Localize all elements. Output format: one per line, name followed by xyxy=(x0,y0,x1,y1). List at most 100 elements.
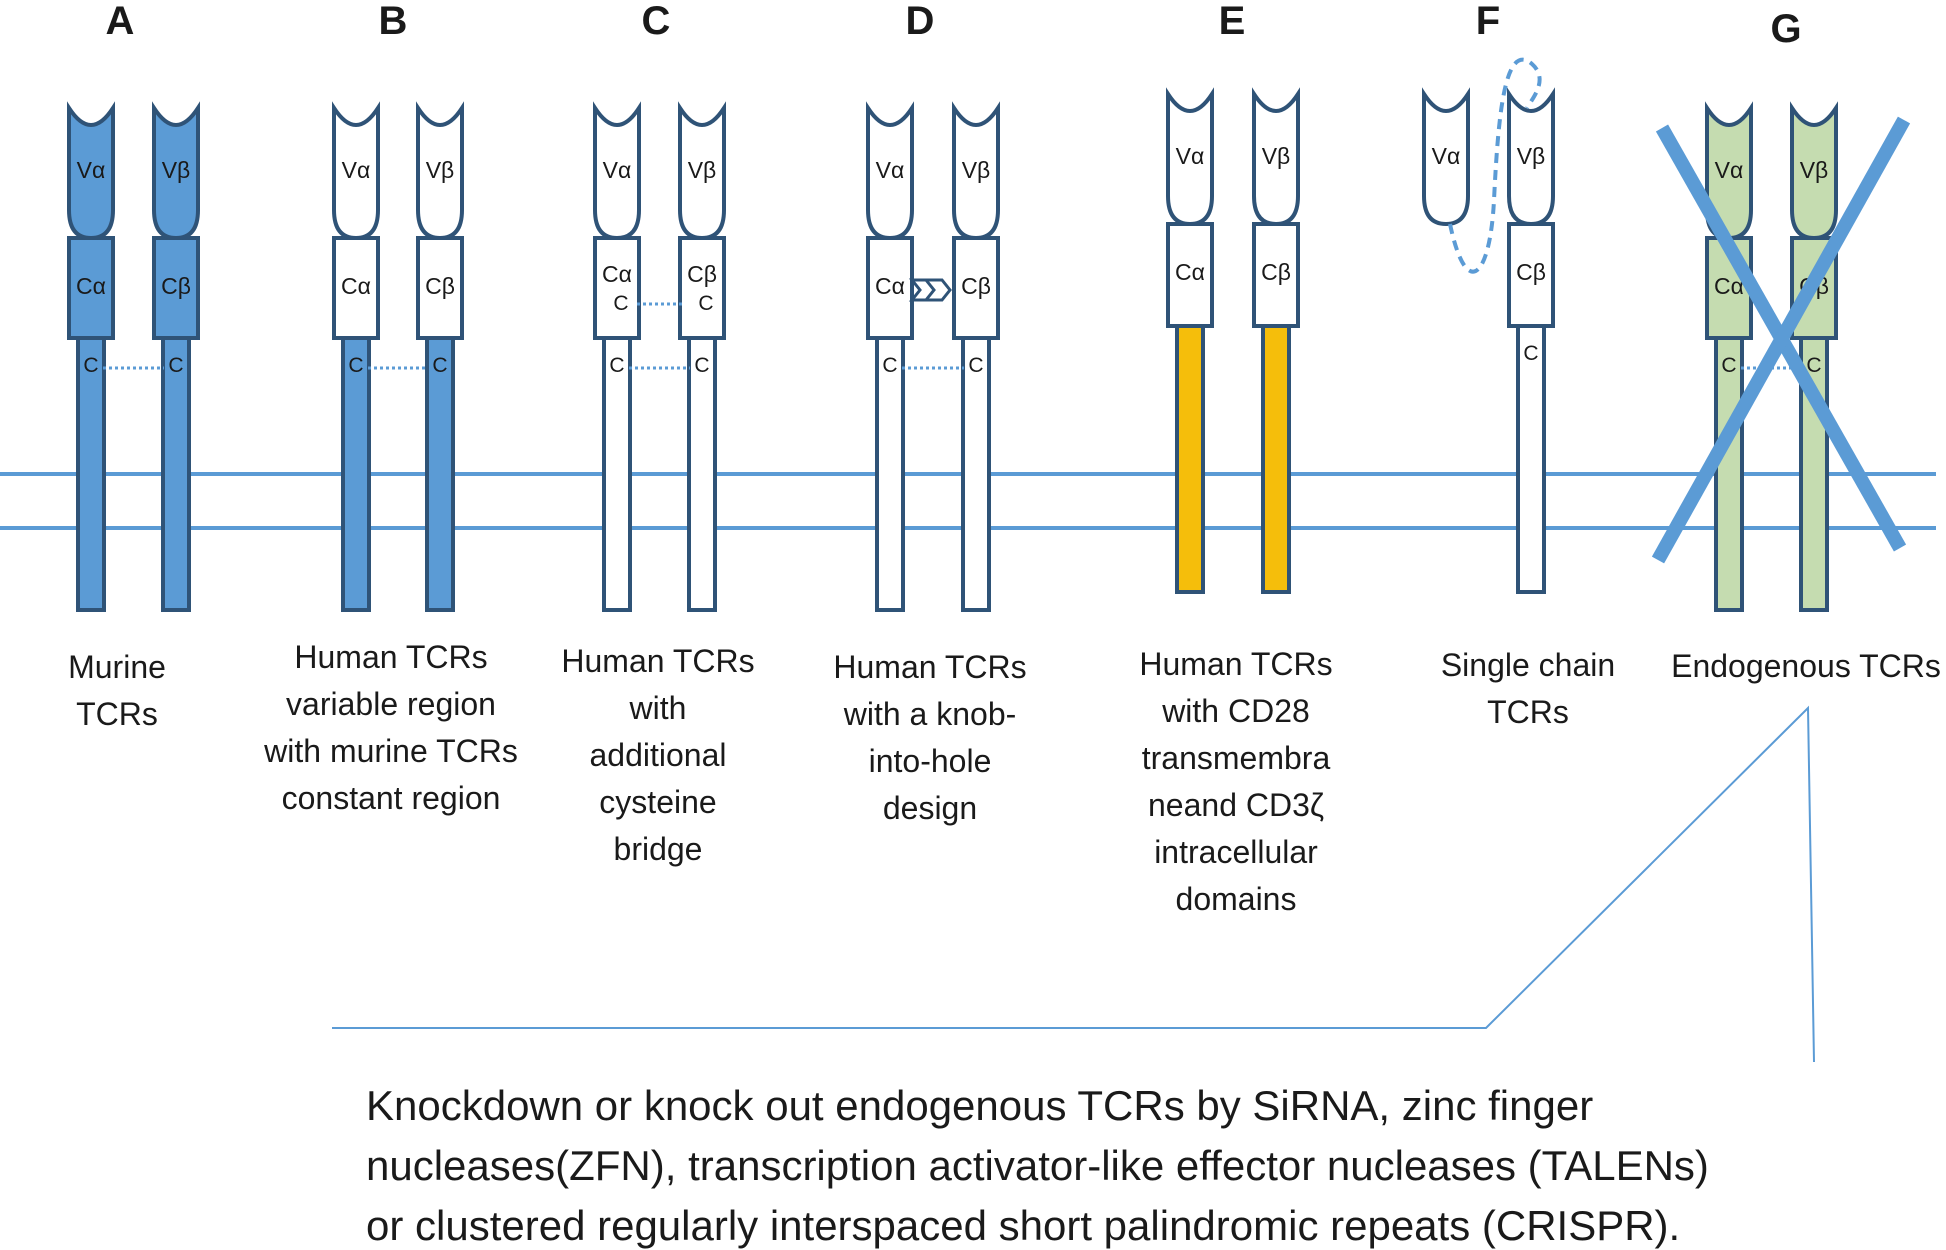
caption-line: intracellular xyxy=(1154,834,1318,870)
beta-transmembrane-stalk xyxy=(1261,324,1291,594)
alpha-chain: Vα xyxy=(1422,87,1470,227)
panel-letter: E xyxy=(1219,0,1246,43)
caption-line: domains xyxy=(1176,881,1297,917)
caption-line: design xyxy=(883,790,977,826)
beta-cysteine-label: C xyxy=(432,354,447,377)
beta-constant-label: Cβ xyxy=(1261,259,1291,285)
caption-line: Murine xyxy=(68,649,166,685)
beta-constant-label: Cβ xyxy=(425,273,455,299)
alpha-variable-label: Vα xyxy=(1715,157,1744,183)
panel-letter: D xyxy=(906,0,935,43)
alpha-variable-label: Vα xyxy=(77,157,106,183)
footnote-line-1: Knockdown or knock out endogenous TCRs b… xyxy=(366,1082,1593,1129)
beta-variable-label: Vβ xyxy=(688,157,717,183)
panel-letter: F xyxy=(1476,0,1500,43)
beta-chain: Cβ VβC xyxy=(1507,87,1555,594)
alpha-variable-label: Vα xyxy=(603,157,632,183)
alpha-constant-domain xyxy=(593,236,641,340)
beta-variable-label: Vβ xyxy=(1800,157,1829,183)
panel-letter: C xyxy=(642,0,671,43)
alpha-transmembrane-stalk xyxy=(76,336,106,612)
beta-cysteine-label: C xyxy=(1806,354,1821,377)
beta-constant-domain xyxy=(952,236,1000,340)
beta-variable-label: Vβ xyxy=(1517,143,1546,169)
caption-line: variable region xyxy=(286,686,496,722)
caption-line: TCRs xyxy=(1487,694,1569,730)
panel-letter: B xyxy=(379,0,408,43)
panel-g: GCαVαCCβVβCEndogenous TCRs xyxy=(1651,7,1941,684)
knockout-cross-stroke-2 xyxy=(1651,116,1911,564)
footnote-line-2: nucleases(ZFN), transcription activator-… xyxy=(366,1142,1709,1189)
hole-shape xyxy=(922,278,952,302)
alpha-constant-label: Cα xyxy=(76,273,106,299)
beta-constant-label: Cβ xyxy=(961,273,991,299)
panel-letter: A xyxy=(106,0,135,43)
caption-line: with CD28 xyxy=(1161,693,1310,729)
caption-line: TCRs xyxy=(76,696,158,732)
panel-caption: Endogenous TCRs xyxy=(1671,648,1941,684)
footnote-text: Knockdown or knock out endogenous TCRs b… xyxy=(366,1082,1709,1249)
beta-variable-label: Vβ xyxy=(1262,143,1291,169)
beta-cysteine-label: C xyxy=(694,354,709,377)
alpha-constant-domain xyxy=(67,236,115,340)
alpha-constant-domain xyxy=(866,236,914,340)
caption-line: with a knob- xyxy=(843,696,1017,732)
beta-chain: Cβ Vβ xyxy=(1252,87,1300,594)
alpha-variable-label: Vα xyxy=(342,157,371,183)
beta-cysteine-label: C xyxy=(1523,342,1538,365)
beta-transmembrane-stalk xyxy=(687,336,717,612)
caption-line: transmembra xyxy=(1142,740,1331,776)
alpha-transmembrane-stalk xyxy=(1714,336,1744,612)
alpha-variable-label: Vα xyxy=(1432,143,1461,169)
beta-variable-domain xyxy=(1507,87,1555,227)
alpha-extra-cysteine-label: C xyxy=(613,292,628,315)
alpha-variable-domain xyxy=(332,101,380,241)
panel-letter: G xyxy=(1770,7,1801,51)
alpha-variable-label: Vα xyxy=(1176,143,1205,169)
alpha-transmembrane-stalk xyxy=(341,336,371,612)
beta-transmembrane-stalk xyxy=(1516,324,1546,594)
beta-cysteine-label: C xyxy=(168,354,183,377)
alpha-variable-domain xyxy=(866,101,914,241)
beta-variable-domain xyxy=(952,101,1000,241)
alpha-constant-domain xyxy=(1166,222,1214,328)
alpha-variable-domain xyxy=(593,101,641,241)
beta-extra-cysteine-label: C xyxy=(698,292,713,315)
alpha-variable-domain xyxy=(1166,87,1214,227)
alpha-constant-label: Cα xyxy=(1175,259,1205,285)
beta-variable-domain xyxy=(1790,101,1838,241)
alpha-cysteine-label: C xyxy=(1721,354,1736,377)
caption-line: cysteine xyxy=(599,784,716,820)
caption-line: with murine TCRs xyxy=(263,733,518,769)
alpha-constant-label: Cα xyxy=(341,273,371,299)
alpha-transmembrane-stalk xyxy=(875,336,905,612)
alpha-transmembrane-stalk xyxy=(1175,324,1205,594)
alpha-variable-domain xyxy=(67,101,115,241)
beta-variable-label: Vβ xyxy=(962,157,991,183)
beta-variable-domain xyxy=(678,101,726,241)
caption-line: Human TCRs xyxy=(833,649,1026,685)
caption-line: Single chain xyxy=(1441,647,1615,683)
beta-constant-label: Cβ xyxy=(1516,259,1546,285)
beta-variable-domain xyxy=(1252,87,1300,227)
single-chain-linker xyxy=(1448,57,1542,274)
alpha-chain: Cα Vα xyxy=(1166,87,1214,594)
beta-constant-label: Cβ xyxy=(161,273,191,299)
caption-line: Endogenous TCRs xyxy=(1671,648,1941,684)
beta-cysteine-label: C xyxy=(968,354,983,377)
beta-chain: Cβ VβC xyxy=(416,101,464,612)
alpha-cysteine-label: C xyxy=(83,354,98,377)
beta-variable-label: Vβ xyxy=(426,157,455,183)
